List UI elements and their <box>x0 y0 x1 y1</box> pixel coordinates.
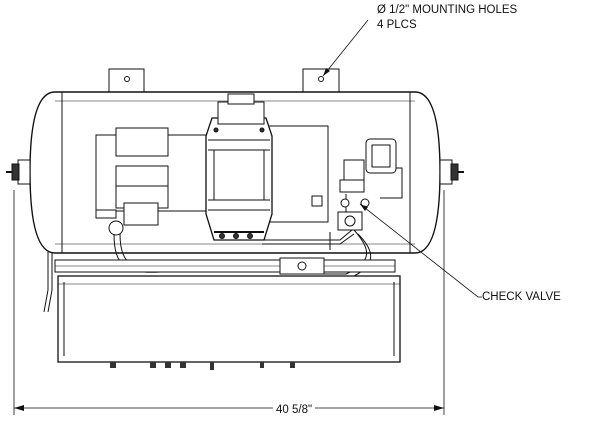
mounting-hole-left <box>124 76 130 82</box>
mounting-holes-qty-callout: 4 PLCS <box>377 19 417 31</box>
overall-width-dimension <box>13 190 445 415</box>
check-valve-callout: CHECK VALVE <box>482 291 561 303</box>
check-valve-leader <box>359 203 482 298</box>
mounting-holes-callout: Ø 1/2" MOUNTING HOLES <box>377 4 518 16</box>
pressure-switch-assembly <box>339 138 403 212</box>
mounting-holes-leader <box>322 19 369 77</box>
drain-tube <box>47 252 53 313</box>
motor-assembly <box>95 127 215 236</box>
bottom-fittings <box>110 362 295 370</box>
tank-base <box>54 257 401 363</box>
overall-width-dimension-label: 40 5/8" <box>273 404 316 417</box>
mounting-hole-right <box>318 76 324 82</box>
compressor-head <box>205 93 329 241</box>
end-fittings <box>6 159 464 185</box>
